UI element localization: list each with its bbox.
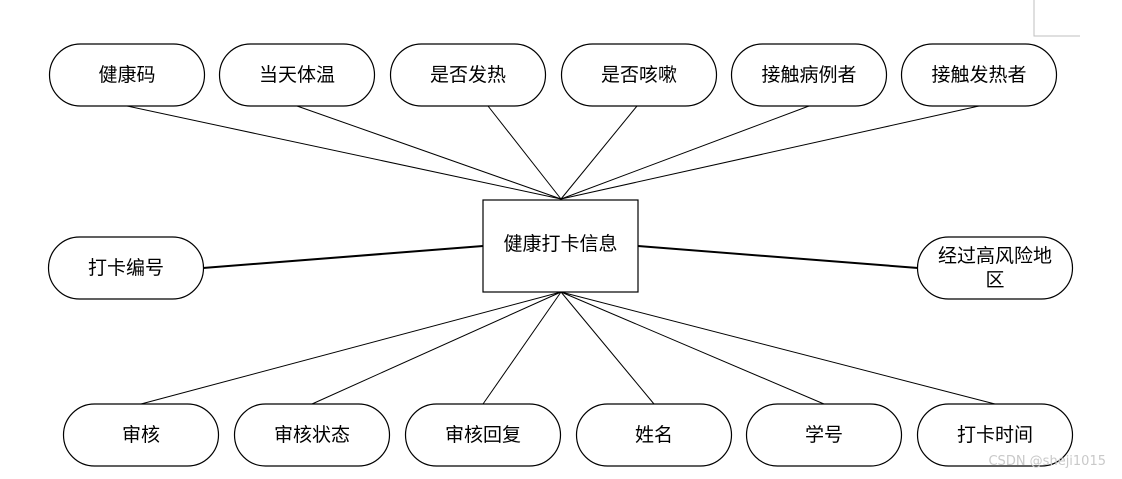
attribute-shape <box>916 403 1074 467</box>
entity-shape <box>482 199 639 293</box>
attribute-label: 接触发热者 <box>931 64 1026 86</box>
page-corner-mark <box>1033 0 1080 37</box>
attribute-label: 是否发热 <box>430 64 506 86</box>
attribute-shape <box>560 43 718 107</box>
attribute-node-a8: 经过高风险地区 <box>916 236 1074 300</box>
attribute-label: 打卡时间 <box>957 424 1033 446</box>
connector-lines <box>126 105 996 405</box>
connector-a4 <box>560 105 638 200</box>
attribute-shape <box>48 43 206 107</box>
attribute-node-a3: 是否发热 <box>389 43 547 107</box>
attribute-label: 打卡编号 <box>88 257 164 279</box>
attribute-node-a4: 是否咳嗽 <box>560 43 718 107</box>
attribute-label: 审核 <box>122 424 160 446</box>
attribute-node-a2: 当天体温 <box>218 43 376 107</box>
attribute-node-a5: 接触病例者 <box>730 43 888 107</box>
attribute-shape <box>745 403 903 467</box>
connector-a1 <box>126 105 562 200</box>
attribute-shape <box>900 43 1058 107</box>
watermark: CSDN @sheji1015 <box>988 454 1106 469</box>
attribute-shape <box>233 403 391 467</box>
connector-a14 <box>560 291 996 405</box>
attribute-shape <box>389 43 547 107</box>
attribute-node-a11: 审核回复 <box>404 403 562 467</box>
attribute-shape <box>916 236 1074 300</box>
entity-label: 健康打卡信息 <box>503 233 617 255</box>
attribute-shape <box>575 403 733 467</box>
attribute-node-a10: 审核状态 <box>233 403 391 467</box>
attribute-shape <box>404 403 562 467</box>
connector-a6 <box>560 105 980 200</box>
attribute-node-a7: 打卡编号 <box>47 236 205 300</box>
connector-a11 <box>482 291 562 405</box>
attribute-label: 是否咳嗽 <box>601 64 677 86</box>
attribute-shape <box>62 403 220 467</box>
connector-a8 <box>637 245 919 269</box>
connector-a3 <box>487 105 562 200</box>
attribute-node-a6: 接触发热者 <box>900 43 1058 107</box>
attribute-label: 审核回复 <box>445 424 521 446</box>
attribute-label: 姓名 <box>635 424 673 446</box>
connector-a7 <box>202 245 484 269</box>
attribute-label: 当天体温 <box>259 64 335 86</box>
attribute-shape <box>730 43 888 107</box>
connector-a12 <box>560 291 655 405</box>
attribute-shape <box>218 43 376 107</box>
connector-a13 <box>560 291 825 405</box>
connector-a9 <box>140 291 562 405</box>
attribute-node-a9: 审核 <box>62 403 220 467</box>
attribute-label: 接触病例者 <box>761 64 856 86</box>
attribute-node-a14: 打卡时间 <box>916 403 1074 467</box>
attribute-node-a13: 学号 <box>745 403 903 467</box>
attribute-node-a1: 健康码 <box>48 43 206 107</box>
attribute-label: 健康码 <box>98 64 155 86</box>
attribute-label: 审核状态 <box>274 424 350 446</box>
attribute-label: 学号 <box>805 424 843 446</box>
connector-a10 <box>311 291 562 405</box>
connector-a5 <box>560 105 810 200</box>
attribute-shape <box>47 236 205 300</box>
connector-a2 <box>296 105 562 200</box>
attribute-label: 经过高风险地区 <box>938 245 1052 291</box>
entity-node: 健康打卡信息 <box>482 199 639 293</box>
attribute-node-a12: 姓名 <box>575 403 733 467</box>
